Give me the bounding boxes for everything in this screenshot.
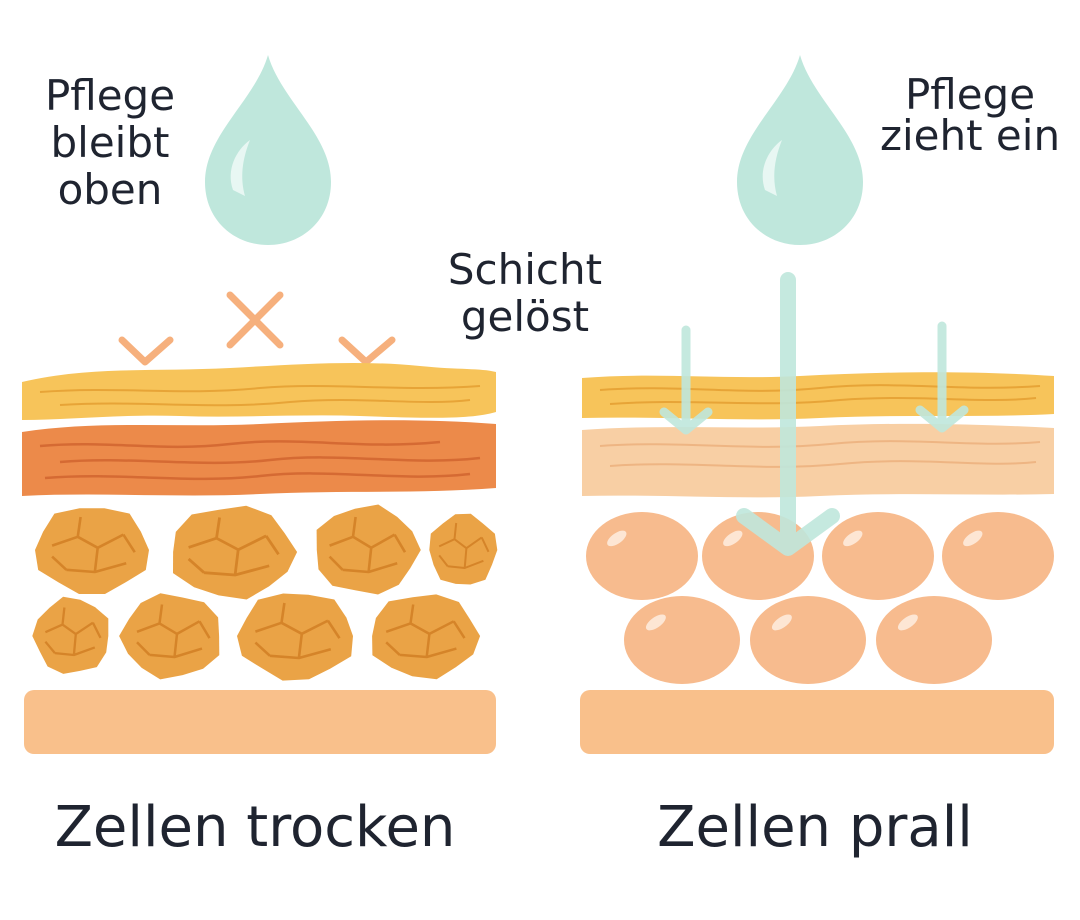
left-base-layer: [24, 690, 496, 754]
droplet-right: [737, 55, 863, 245]
dry-cell: [237, 593, 353, 681]
plump-cell: [586, 512, 698, 600]
right-top-layer: [582, 372, 1054, 420]
caption-plump-cells: Zellen prall: [657, 795, 973, 860]
dry-cell: [316, 504, 421, 595]
dry-cell: [119, 593, 220, 680]
plump-skin-stack: [580, 272, 1054, 754]
arrow-small-right: [915, 321, 969, 433]
x-mark-center: [226, 291, 284, 349]
dry-cell: [35, 508, 149, 594]
x-mark-right: [338, 336, 396, 366]
right-middle-layer: [582, 423, 1054, 498]
left-middle-layer: [22, 420, 496, 496]
blocked-x-marks: [118, 291, 396, 366]
dry-cell: [173, 505, 298, 600]
right-base-layer: [580, 690, 1054, 754]
arrow-large-center: [736, 272, 840, 556]
dry-skin-stack: [22, 362, 498, 754]
dry-cells: [32, 504, 498, 681]
plump-cells: [586, 512, 1054, 684]
plump-cell: [822, 512, 934, 600]
x-mark-left: [118, 336, 174, 366]
dry-cell: [32, 596, 109, 674]
label-layer-loosened: Schicht gelöst: [447, 245, 603, 342]
label-care-absorbs: Pflege zieht ein: [879, 70, 1061, 161]
dry-cell: [429, 513, 498, 585]
droplet-left: [205, 55, 331, 245]
plump-cell: [876, 596, 992, 684]
arrow-small-left: [659, 325, 713, 435]
plump-cell: [624, 596, 740, 684]
left-top-layer: [22, 362, 496, 420]
plump-cell: [942, 512, 1054, 600]
label-care-stays-on-top: Pflege bleibt oben: [44, 71, 176, 215]
plump-cell: [750, 596, 866, 684]
caption-dry-cells: Zellen trocken: [54, 795, 456, 860]
penetration-arrows: [659, 272, 969, 556]
dry-cell: [372, 594, 481, 680]
